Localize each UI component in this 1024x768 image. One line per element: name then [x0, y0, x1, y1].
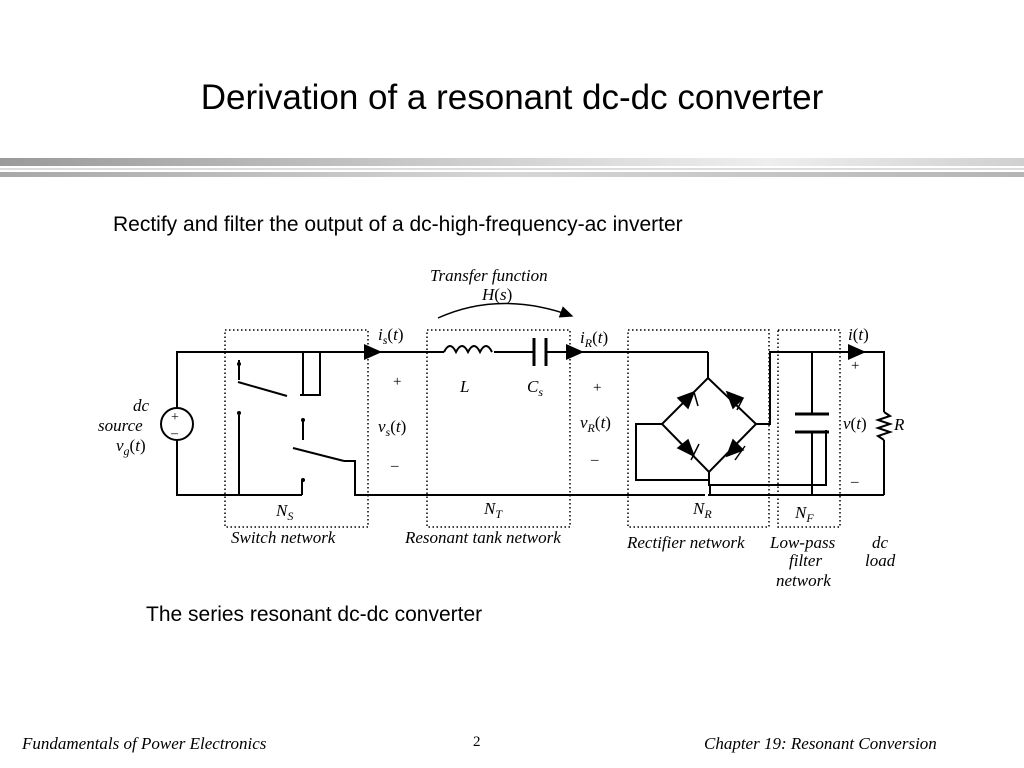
dc-source-label-2: source [98, 416, 143, 435]
circuit-wires [176, 351, 885, 496]
i-label: i(t) [848, 325, 869, 344]
switch-network-label: Switch network [231, 528, 336, 547]
vR-label: vR(t) [580, 413, 611, 435]
footer-page-number: 2 [473, 734, 481, 750]
inductor-label: L [459, 377, 469, 396]
svg-text:+: + [171, 410, 179, 425]
diagram-caption: The series resonant dc-dc converter [146, 603, 483, 626]
resistor-label: R [893, 415, 905, 434]
rectifier-network-label: Rectifier network [626, 533, 745, 552]
vs-minus: – [390, 458, 399, 474]
transfer-function-H: H(s) [481, 285, 512, 304]
nr-label: NR [692, 499, 712, 521]
dc-load-label-2: load [865, 551, 896, 570]
bridge-rectifier [660, 377, 758, 474]
load-resistor-symbol [874, 411, 894, 441]
slide-title: Derivation of a resonant dc-dc converter [200, 78, 824, 117]
vs-plus: + [393, 374, 401, 390]
footer-chapter: Chapter 19: Resonant Conversion [704, 734, 937, 753]
nt-label: NT [483, 499, 503, 521]
filter-network-label-3: network [776, 571, 831, 590]
network-boxes [224, 329, 841, 528]
svg-text:–: – [170, 426, 179, 441]
vg-label: vg(t) [116, 436, 146, 458]
bridge-diodes [676, 390, 746, 461]
vR-minus: – [590, 452, 599, 468]
dc-source-symbol [160, 407, 194, 441]
vR-plus: + [593, 380, 601, 396]
switch-contacts [237, 362, 305, 482]
v-plus: + [851, 358, 859, 374]
series-capacitor-symbol [532, 338, 548, 366]
rectifier-network-box [627, 329, 770, 528]
dc-source-label: dc [133, 396, 150, 415]
switch-network-box [224, 329, 369, 528]
footer-book-title: Fundamentals of Power Electronics [22, 734, 267, 753]
tank-network-label: Resonant tank network [404, 528, 561, 547]
inductor-symbol [443, 345, 493, 355]
transfer-function-arrow [437, 302, 574, 319]
v-minus: – [850, 474, 859, 490]
iR-label: iR(t) [580, 328, 608, 350]
filter-network-label-2: filter [789, 551, 822, 570]
dc-load-label-1: dc [872, 533, 889, 552]
nf-label: NF [794, 503, 814, 525]
filter-capacitor-symbol [795, 412, 829, 434]
v-label: v(t) [843, 414, 867, 433]
transfer-function-label: Transfer function [430, 266, 548, 285]
slide-subtitle: Rectify and filter the output of a dc-hi… [113, 213, 683, 236]
vs-label: vs(t) [378, 417, 406, 439]
filter-network-label-1: Low-pass [769, 533, 836, 552]
tank-network-box [426, 329, 571, 528]
filter-network-box [777, 329, 841, 528]
capacitor-label: Cs [527, 377, 543, 399]
is-label: is(t) [378, 325, 403, 347]
ns-label: NS [275, 501, 293, 523]
